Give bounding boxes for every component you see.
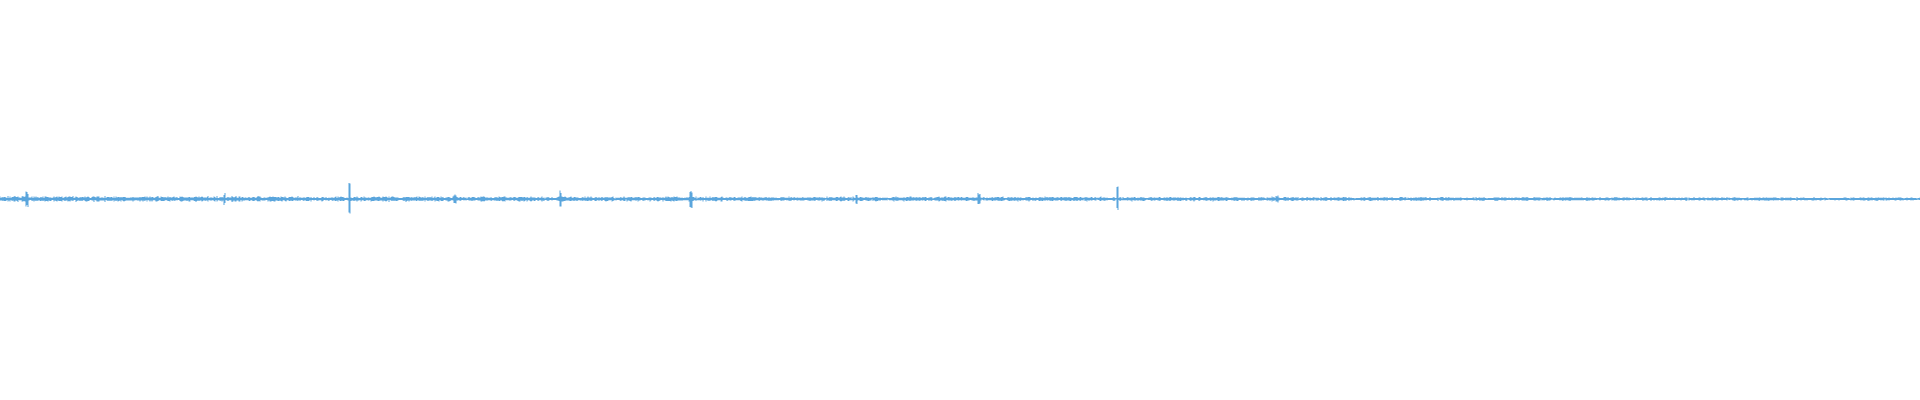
waveform-trace (0, 183, 1920, 214)
